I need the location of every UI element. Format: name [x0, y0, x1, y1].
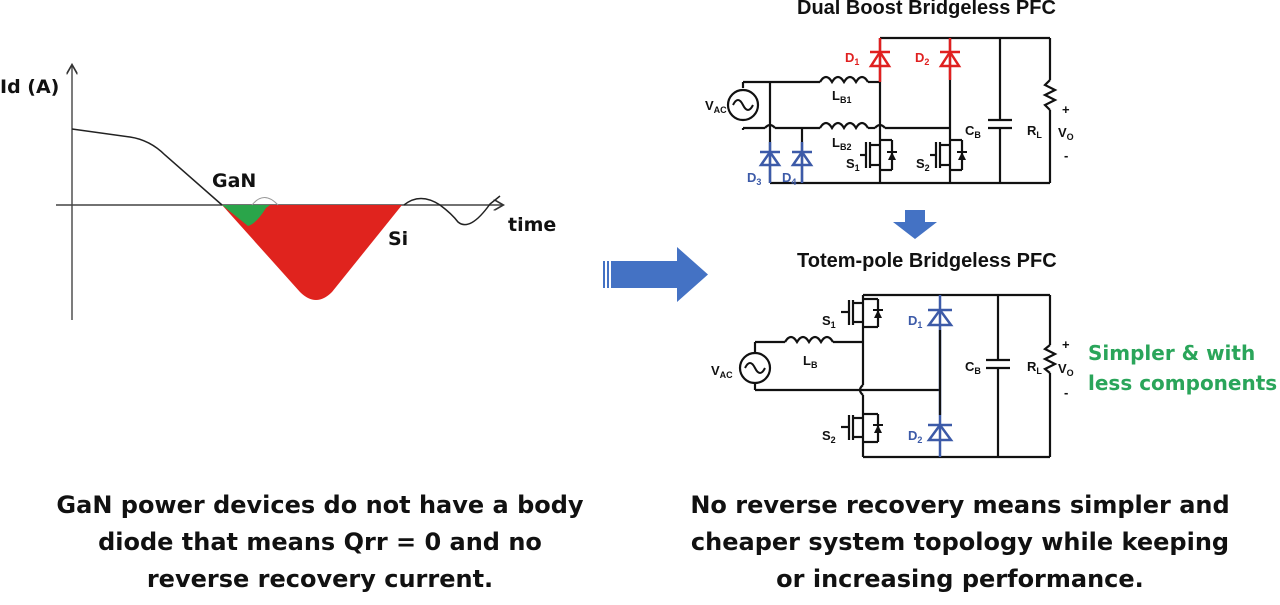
- tp-d1-label: D1: [908, 313, 922, 330]
- totem-pole-circuit: VAC LB S1 S2 D1 D2 CB RL VO + -: [711, 293, 1074, 459]
- d4-label: D4: [782, 170, 796, 187]
- caption-line: cheaper system topology while keeping: [690, 528, 1230, 556]
- gan-label: GaN: [212, 170, 257, 192]
- rl-label: RL: [1027, 123, 1042, 140]
- lb2-label: LB2: [832, 135, 851, 152]
- minus-label: -: [1064, 148, 1068, 163]
- current-curve: [71, 128, 223, 206]
- down-arrow-icon: [893, 210, 937, 239]
- plus-label: +: [1062, 102, 1070, 117]
- caption-line: reverse recovery current.: [146, 565, 494, 593]
- dual-boost-circuit: VAC D1 D2 LB1 LB2 D3 D4 S1 S2 CB RL VO +…: [705, 36, 1074, 187]
- lb1-label: LB1: [832, 88, 851, 105]
- gan-recovery-area: [222, 205, 270, 226]
- tp-lb-label: LB: [803, 353, 818, 370]
- si-recovery-area: [222, 205, 402, 300]
- tp-plus-label: +: [1062, 337, 1070, 352]
- right-caption: No reverse recovery means simpler and ch…: [640, 487, 1280, 598]
- tp-s2-label: S2: [822, 428, 836, 445]
- caption-line: diode that means Qrr = 0 and no: [98, 528, 542, 556]
- tp-minus-label: -: [1064, 385, 1068, 400]
- caption-line: GaN power devices do not have a body: [56, 491, 584, 519]
- dual-boost-title: Dual Boost Bridgeless PFC: [797, 0, 1056, 19]
- note-line: less components: [1088, 371, 1278, 395]
- note-line: Simpler & with: [1088, 341, 1256, 365]
- tp-cb-label: CB: [965, 359, 981, 376]
- tp-vo-label: VO: [1058, 361, 1074, 378]
- vo-label: VO: [1058, 125, 1074, 142]
- tp-s1-label: S1: [822, 313, 836, 330]
- tp-d2-label: D2: [908, 428, 922, 445]
- reverse-recovery-graph: [56, 0, 600, 320]
- si-label: Si: [388, 228, 409, 250]
- d2-label: D2: [915, 50, 929, 67]
- left-caption: GaN power devices do not have a body dio…: [0, 487, 640, 598]
- s2-label: S2: [916, 156, 930, 173]
- tp-vac-label: VAC: [711, 363, 733, 380]
- y-axis-label: Id (A): [0, 76, 60, 98]
- ringing-curve: [403, 195, 501, 226]
- d1-label: D1: [845, 50, 859, 67]
- totem-pole-title: Totem-pole Bridgeless PFC: [797, 250, 1057, 272]
- x-axis-label: time: [508, 214, 557, 236]
- gan-small-bump: [251, 197, 279, 206]
- s1-label: S1: [846, 156, 860, 173]
- caption-line: or increasing performance.: [776, 565, 1144, 593]
- right-arrow-icon: [603, 247, 708, 302]
- caption-line: No reverse recovery means simpler and: [690, 491, 1230, 519]
- tp-rl-label: RL: [1027, 359, 1042, 376]
- vac-label: VAC: [705, 98, 727, 115]
- simpler-note: Simpler & with less components: [1088, 338, 1277, 398]
- cb-label: CB: [965, 123, 981, 140]
- d3-label: D3: [747, 170, 761, 187]
